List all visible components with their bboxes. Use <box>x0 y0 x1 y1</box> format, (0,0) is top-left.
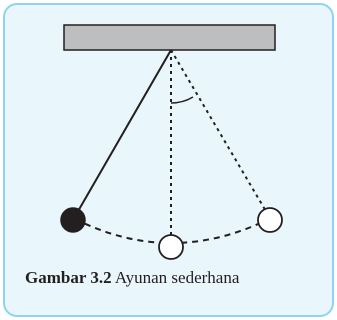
pendulum-string <box>76 49 172 214</box>
pendulum-diagram <box>60 24 283 260</box>
displaced-bob <box>60 207 86 233</box>
figure-caption: Gambar 3.2 Ayunan sederhana <box>25 268 239 288</box>
caption-label: Gambar 3.2 <box>25 268 112 287</box>
caption-text: Ayunan sederhana <box>114 268 240 287</box>
swing-line <box>170 49 268 214</box>
swing-bob <box>257 207 283 233</box>
angle-arc <box>170 96 194 104</box>
equilibrium-bob <box>158 234 184 260</box>
figure-panel: Gambar 3.2 Ayunan sederhana <box>3 3 334 317</box>
fixed-support <box>63 24 276 51</box>
